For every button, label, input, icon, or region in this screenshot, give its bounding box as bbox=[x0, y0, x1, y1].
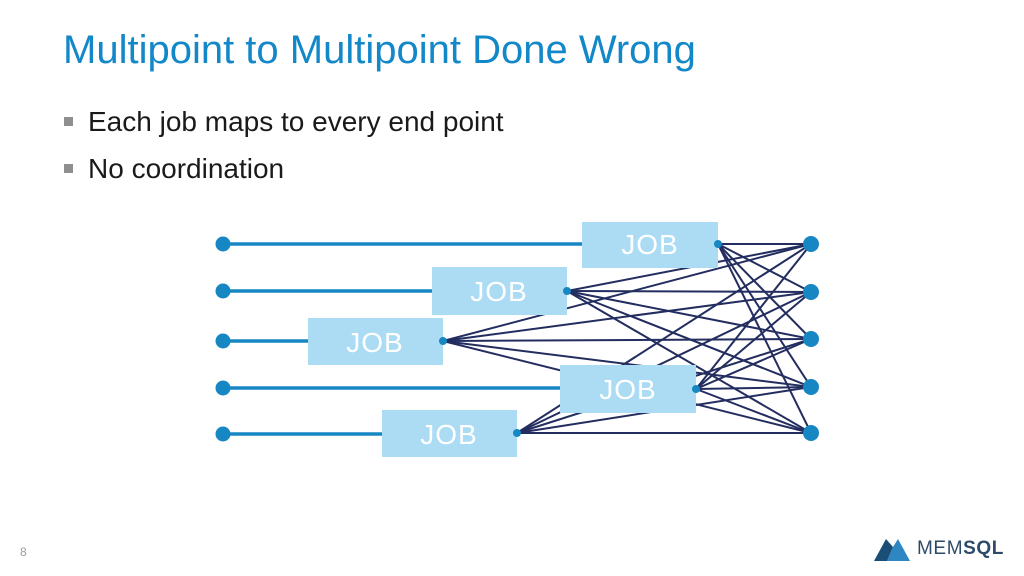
job-box-label: JOB bbox=[599, 374, 656, 405]
logo-mark-icon bbox=[874, 539, 910, 561]
connector-nubs bbox=[439, 240, 722, 437]
job-fanout-line bbox=[695, 388, 812, 434]
source-node-dot bbox=[215, 333, 231, 349]
source-node-dot bbox=[215, 380, 231, 396]
connector-nub bbox=[439, 337, 447, 345]
connector-nub bbox=[692, 385, 700, 393]
job-box: JOB bbox=[432, 267, 567, 315]
source-node-dot bbox=[215, 426, 231, 442]
destination-node-dot bbox=[803, 425, 819, 441]
job-fanout-line bbox=[695, 386, 812, 390]
bullet-list: Each job maps to every end point No coor… bbox=[64, 98, 504, 192]
job-box: JOB bbox=[308, 318, 443, 365]
job-fanout-line bbox=[442, 340, 812, 388]
page-number: 8 bbox=[20, 545, 27, 559]
job-fanout-line bbox=[695, 291, 812, 390]
logo-text-sql: SQL bbox=[963, 538, 1004, 559]
connector-nub bbox=[513, 429, 521, 437]
job-fanout-lines bbox=[442, 243, 812, 434]
bullet-square-icon bbox=[64, 117, 73, 126]
job-fanout-line bbox=[442, 291, 812, 342]
job-box: JOB bbox=[560, 365, 696, 413]
job-fanout-line bbox=[442, 338, 812, 342]
source-link-lines bbox=[223, 242, 582, 436]
destination-node-dots bbox=[803, 236, 819, 441]
source-node-dots bbox=[215, 236, 231, 442]
bullet-text: Each job maps to every end point bbox=[88, 105, 504, 137]
bullet-text: No coordination bbox=[88, 152, 285, 184]
job-fanout-line bbox=[717, 243, 812, 293]
job-box-label: JOB bbox=[420, 419, 477, 450]
bullet-item: Each job maps to every end point bbox=[64, 98, 504, 145]
job-box-rect bbox=[560, 365, 696, 413]
job-box-rect bbox=[382, 410, 517, 457]
job-fanout-line bbox=[566, 290, 812, 340]
bullet-square-icon bbox=[64, 164, 73, 173]
page-title: Multipoint to Multipoint Done Wrong bbox=[63, 28, 696, 72]
connector-nub bbox=[563, 287, 571, 295]
job-box: JOB bbox=[382, 410, 517, 457]
job-box-label: JOB bbox=[470, 276, 527, 307]
job-box-label: JOB bbox=[346, 327, 403, 358]
job-fanout-line bbox=[695, 243, 812, 390]
job-box-label: JOB bbox=[621, 229, 678, 260]
job-box-rect bbox=[308, 318, 443, 365]
destination-node-dot bbox=[803, 379, 819, 395]
job-box-rect bbox=[582, 222, 718, 268]
memsql-logo: MEMSQL bbox=[874, 537, 1004, 561]
destination-node-dot bbox=[803, 331, 819, 347]
job-fanout-line bbox=[566, 290, 812, 434]
job-box: JOB bbox=[582, 222, 718, 268]
logo-text: MEMSQL bbox=[917, 538, 1004, 560]
job-box-rect bbox=[432, 267, 567, 315]
destination-node-dot bbox=[803, 236, 819, 252]
logo-text-mem: MEM bbox=[917, 538, 964, 559]
job-fanout-line bbox=[695, 338, 812, 390]
source-node-dot bbox=[215, 236, 231, 252]
job-fanout-line bbox=[442, 243, 812, 342]
job-fanout-line bbox=[566, 290, 812, 293]
destination-node-dot bbox=[803, 284, 819, 300]
bullet-item: No coordination bbox=[64, 145, 504, 192]
connector-nub bbox=[714, 240, 722, 248]
source-node-dot bbox=[215, 283, 231, 299]
job-fanout-line bbox=[717, 243, 812, 388]
